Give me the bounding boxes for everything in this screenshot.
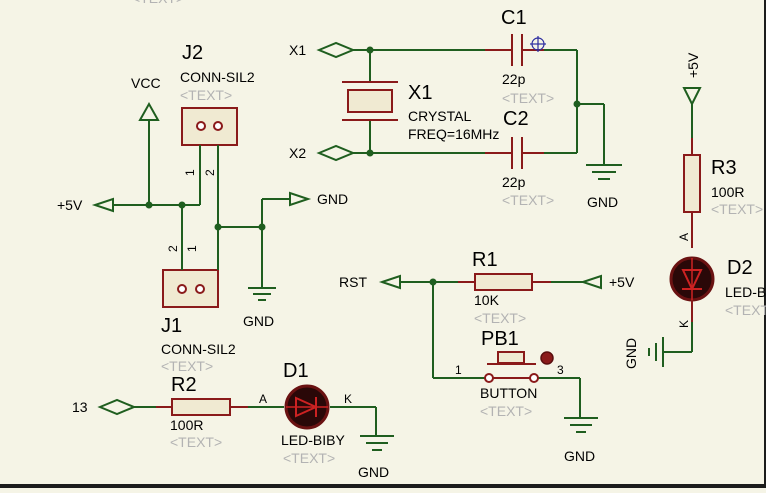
top-text-placeholder: <TEXT> [132,0,184,6]
plus5v-r1-label: +5V [609,274,635,290]
gnd-j-terminal[interactable]: GND [289,191,348,207]
x1-ref: X1 [408,82,432,104]
capacitor-c2[interactable]: C2 22p <TEXT> [485,108,554,208]
pb1-value: BUTTON [480,385,537,401]
j1-pin2: 2 [166,245,180,252]
resistor-r3[interactable]: R3 100R <TEXT> [683,138,763,248]
x1-value: CRYSTAL [408,108,471,124]
gnd-j1-label: GND [243,313,274,329]
rst-label: RST [339,274,367,290]
resistor-r1[interactable]: R1 10K <TEXT> [458,249,551,326]
d2-wires [663,104,693,353]
gnd-c2-label: GND [587,194,618,210]
r3-value: 100R [711,184,744,200]
r1-value: 10K [474,292,500,308]
plus5v-r1-terminal[interactable]: +5V [579,274,635,290]
r1-text: <TEXT> [474,310,526,326]
j1-ref: J1 [161,315,182,337]
c2-ref: C2 [503,108,529,130]
pb1-pin3: 3 [557,363,564,377]
plus5v-left-terminal[interactable]: +5V [57,197,114,213]
j2-ref: J2 [182,42,203,64]
d1-value: LED-BIBY [281,432,345,448]
led-d2[interactable]: A K D2 LED-B <TEXT> [669,233,766,328]
connector-wires [113,120,290,288]
crystal-wires [353,46,605,165]
j1-pin1: 1 [185,245,199,252]
j2-text: <TEXT> [180,87,232,103]
c1-value: 22p [502,71,526,87]
pin13-label: 13 [72,399,88,415]
x1-freq: FREQ=16MHz [408,126,499,142]
x2-net-label: X2 [289,145,306,161]
d1-text: <TEXT> [283,450,335,466]
c2-text: <TEXT> [502,192,554,208]
crystal-x1[interactable]: X1 CRYSTAL FREQ=16MHz [342,81,499,142]
capacitor-c1[interactable]: C1 22p <TEXT> [485,7,554,106]
d2-pin-k: K [677,320,691,328]
pushbutton-pb1[interactable]: PB1 1 3 BUTTON <TEXT> [455,328,564,419]
r1-ref: R1 [472,249,498,271]
j1-text: <TEXT> [161,358,213,374]
r3-ref: R3 [711,157,737,179]
pb1-ref: PB1 [481,328,519,350]
d1-pin-a: A [259,392,267,406]
reset-wires [400,278,583,418]
r2-ref: R2 [171,374,197,396]
gnd-d2-symbol[interactable]: GND [623,337,664,369]
led-d1[interactable]: D1 A K LED-BIBY <TEXT> [259,360,352,466]
gnd-j1-symbol[interactable]: GND [243,287,276,329]
gnd-d1-symbol[interactable]: GND [358,435,394,480]
gnd-pb1-symbol[interactable]: GND [564,417,598,464]
d2-ref: D2 [727,257,753,279]
plus5v-left-label: +5V [57,197,83,213]
c1-text: <TEXT> [502,90,554,106]
j1-value: CONN-SIL2 [161,341,236,357]
j2-pin2: 2 [203,169,217,176]
d2-pin-a: A [677,233,691,241]
r2-value: 100R [170,417,203,433]
connector-j1[interactable]: J1 CONN-SIL2 <TEXT> 2 1 [161,245,236,374]
gnd-j-label: GND [317,191,348,207]
gnd-c2-symbol[interactable]: GND [586,164,622,210]
d2-value: LED-B [725,284,766,300]
resistor-r2[interactable]: R2 100R <TEXT> [156,374,248,450]
d2-text: <TEXT> [725,302,766,318]
c2-value: 22p [502,174,526,190]
r2-text: <TEXT> [170,434,222,450]
x1-net-label: X1 [289,42,306,58]
c1-ref: C1 [501,7,527,29]
x2-terminal[interactable]: X2 [289,144,356,162]
r3-text: <TEXT> [711,201,763,217]
gnd-pb1-label: GND [564,448,595,464]
pin13-terminal[interactable]: 13 [72,398,137,416]
vcc-terminal[interactable]: VCC [131,75,161,121]
gnd-d2-label: GND [623,338,639,369]
pb1-text: <TEXT> [480,403,532,419]
rst-terminal[interactable]: RST [339,274,401,290]
d1-ref: D1 [283,360,309,382]
j2-value: CONN-SIL2 [180,69,255,85]
j2-pin1: 1 [183,169,197,176]
button-indicator-icon [540,351,554,365]
pb1-pin1: 1 [455,363,462,377]
d1-wires [134,406,377,436]
vcc-label: VCC [131,75,161,91]
d1-pin-k: K [344,392,352,406]
plus5v-top-label: +5V [685,52,701,78]
connector-j2[interactable]: J2 CONN-SIL2 <TEXT> 1 2 [180,42,255,176]
plus5v-top-terminal[interactable]: +5V [682,52,702,107]
gnd-d1-label: GND [358,464,389,480]
x1-terminal[interactable]: X1 [289,41,356,59]
